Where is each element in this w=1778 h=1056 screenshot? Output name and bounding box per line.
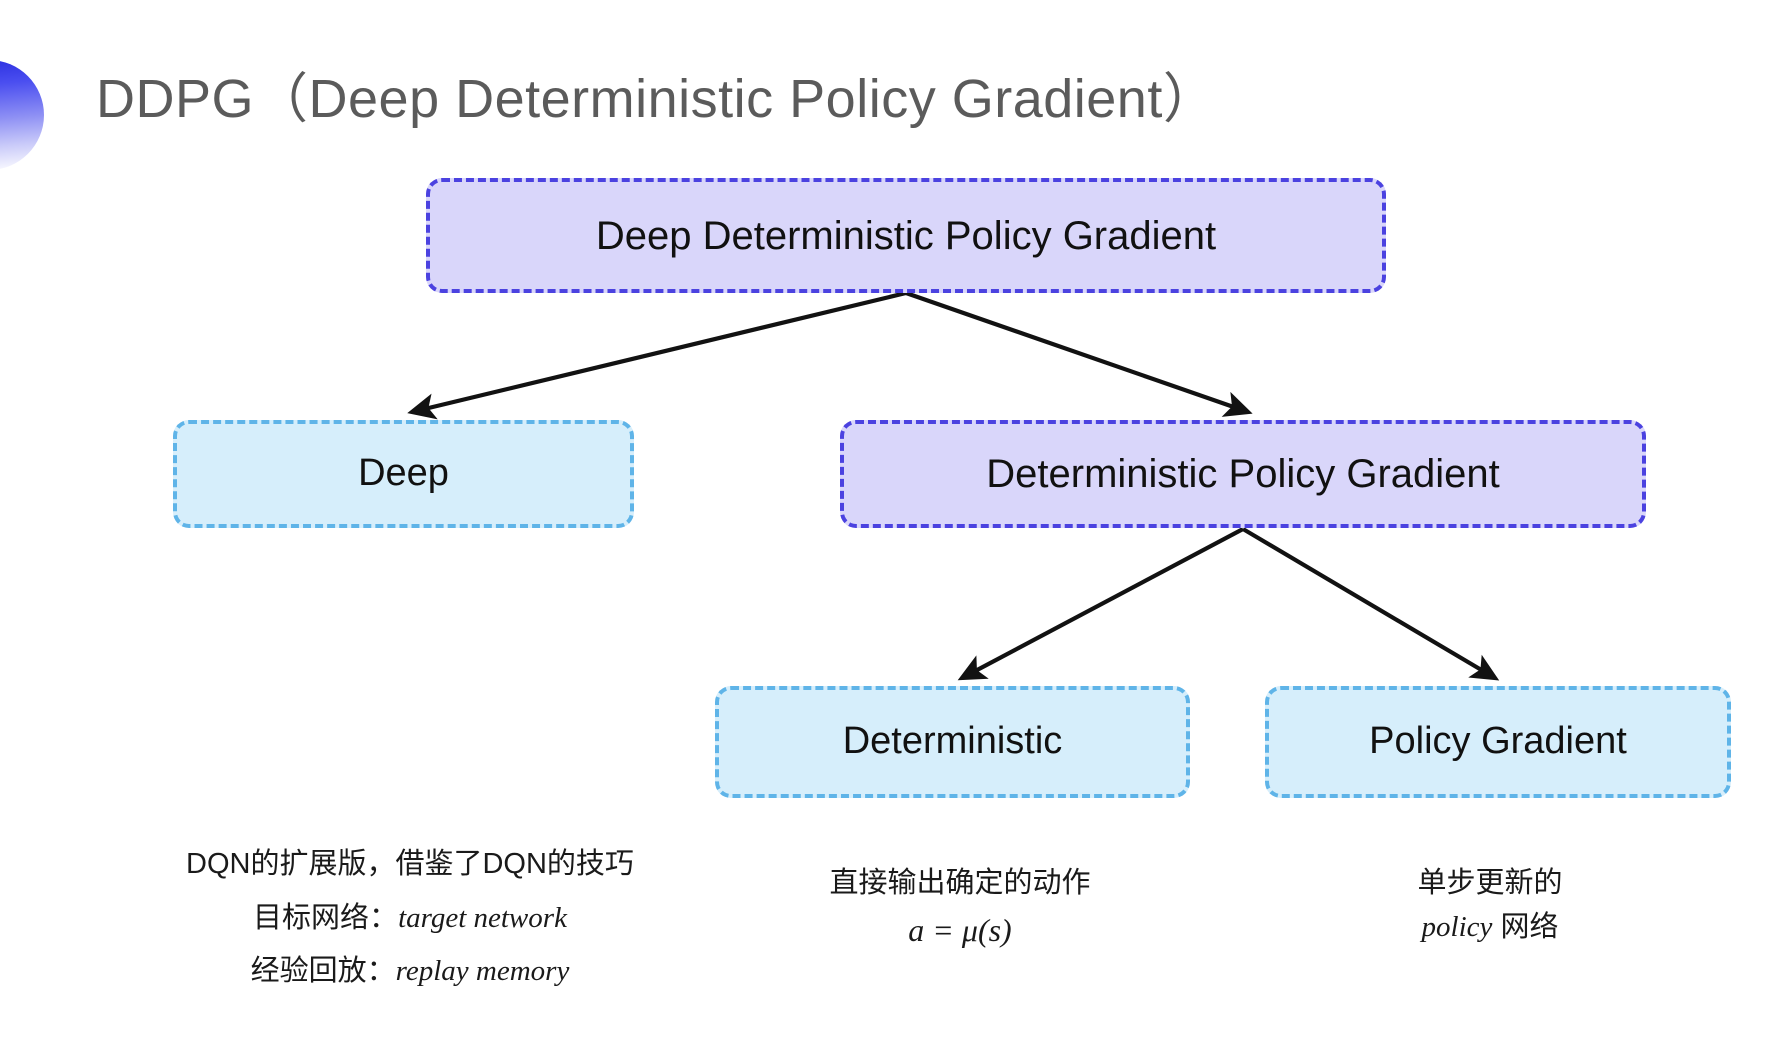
caption-left-line-2-label: 目标网络： xyxy=(253,901,399,934)
node-label: Deterministic xyxy=(842,720,1063,763)
caption-left-line-1: DQN的扩展版，借鉴了DQN的技巧 xyxy=(186,848,634,880)
edge-dpg-to-deterministic xyxy=(957,527,1244,681)
edge-root-to-dpg xyxy=(905,291,1253,417)
caption-left-line-3-label: 经验回放： xyxy=(250,955,396,988)
node-deep[interactable]: Deep xyxy=(173,420,634,528)
node-label: Deterministic Policy Gradient xyxy=(986,452,1500,496)
node-label: Policy Gradient xyxy=(1369,720,1627,763)
edge-root-to-deep xyxy=(407,290,907,420)
node-label: Deep Deterministic Policy Gradient xyxy=(595,213,1217,258)
caption-left-line-3-term: replay memory xyxy=(395,955,570,988)
caption-left-line-2: 目标网络：target network xyxy=(130,892,690,946)
caption-deterministic: 直接输出确定的动作 a = μ(s) xyxy=(760,862,1160,954)
half-circle-gradient-icon xyxy=(0,60,44,170)
caption-right-line-2: policy 网络 xyxy=(1290,906,1690,950)
node-label: Deep xyxy=(358,452,449,495)
node-deterministic[interactable]: Deterministic xyxy=(715,686,1190,798)
caption-deep: DQN的扩展版，借鉴了DQN的技巧 目标网络：target network 经验… xyxy=(130,838,690,999)
page-title: DDPG（Deep Deterministic Policy Gradient） xyxy=(96,69,1218,129)
caption-mid-formula: a = μ(s) xyxy=(908,911,1012,948)
caption-right-line-2-term: policy xyxy=(1421,910,1493,943)
node-deep-deterministic-policy-gradient[interactable]: Deep Deterministic Policy Gradient xyxy=(426,178,1386,293)
caption-mid-line-1: 直接输出确定的动作 xyxy=(829,867,1091,899)
node-deterministic-policy-gradient[interactable]: Deterministic Policy Gradient xyxy=(840,420,1646,528)
caption-left-line-3: 经验回放：replay memory xyxy=(130,945,690,999)
node-policy-gradient[interactable]: Policy Gradient xyxy=(1265,686,1731,798)
caption-right-line-1: 单步更新的 xyxy=(1417,867,1563,899)
edge-dpg-to-policy-gradient xyxy=(1241,527,1500,681)
caption-right-line-2-suffix: 网络 xyxy=(1492,910,1559,943)
caption-left-line-2-term: target network xyxy=(398,901,567,934)
caption-policy-gradient: 单步更新的 policy 网络 xyxy=(1290,862,1690,949)
